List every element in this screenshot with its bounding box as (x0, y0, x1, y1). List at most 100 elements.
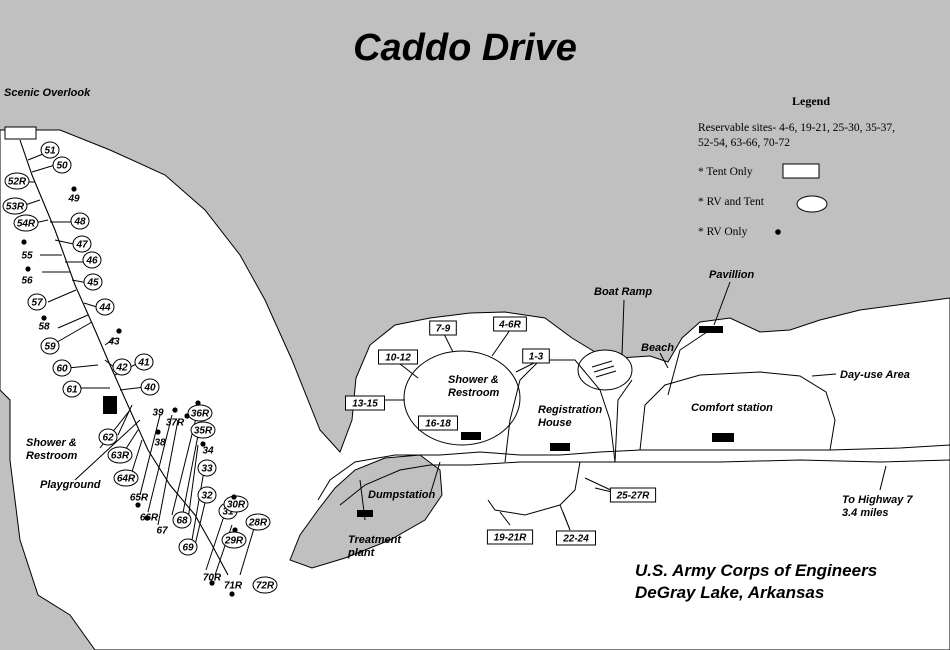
pavillion-label: Pavillion (709, 269, 755, 281)
shower-restroom-left-label: Shower & Restroom (26, 437, 80, 462)
site-oval-48 (70, 212, 90, 230)
facility-markers (4, 126, 734, 517)
site-oval-53r (2, 197, 28, 215)
site-label-58: 58 (38, 322, 50, 333)
road-network (317, 329, 950, 531)
site-box-16-18 (418, 415, 458, 431)
site-oval-33 (197, 459, 217, 477)
treatment-plant-label: Treatment plant (347, 534, 404, 559)
site-label-10-12: 10-12 (385, 353, 411, 364)
site-label-22-24: 22-24 (562, 534, 589, 545)
legend-tent-symbol (782, 163, 820, 179)
site-dot-65r (135, 502, 141, 508)
site-label-32: 32 (201, 491, 213, 502)
site-dot-39 (172, 407, 178, 413)
site-label-33: 33 (201, 464, 213, 475)
site-dot-66r (144, 515, 150, 521)
site-label-19-21r: 19-21R (494, 533, 528, 544)
site-oval-60 (52, 359, 72, 377)
site-box-1-3 (522, 348, 550, 364)
site-oval-57 (27, 293, 47, 311)
site-label-60: 60 (56, 364, 68, 375)
site-label-4-6r: 4-6R (498, 320, 521, 331)
pavillion-marker (699, 326, 723, 333)
site-label-25-27r: 25-27R (616, 491, 651, 502)
site-label-59: 59 (44, 342, 56, 353)
site-label-51: 51 (44, 146, 56, 157)
site-oval-45 (83, 273, 103, 291)
site-oval-62 (98, 428, 118, 446)
site-oval-36r (187, 404, 213, 422)
site-oval-59 (40, 337, 60, 355)
site-label-53r: 53R (6, 202, 25, 213)
site-label-45: 45 (86, 278, 99, 289)
site-dot-37r (184, 413, 190, 419)
site-label-7-9: 7-9 (436, 324, 451, 335)
site-label-55: 55 (21, 251, 33, 262)
site-box-25-27r (609, 487, 657, 503)
map-title: Caddo Drive (353, 27, 577, 69)
site-label-40: 40 (143, 383, 156, 394)
site-label-57: 57 (31, 298, 43, 309)
legend: Legend Reservable sites- 4-6, 19-21, 25-… (698, 94, 895, 238)
site-label-72r: 72R (256, 581, 275, 592)
site-oval-69 (178, 538, 198, 556)
main-trail (19, 139, 229, 576)
site-label-46: 46 (85, 256, 98, 267)
site-dot-58 (41, 315, 47, 321)
site-label-49: 49 (67, 194, 80, 205)
site-label-28r: 28R (248, 518, 268, 529)
site-label-54r: 54R (17, 219, 36, 230)
scenic-overlook-label: Scenic Overlook (4, 87, 91, 99)
registration-house-marker (550, 443, 570, 451)
site-label-69: 69 (182, 543, 194, 554)
site-oval-28r (245, 513, 271, 531)
site-label-29r: 29R (224, 536, 244, 547)
site-label-35r: 35R (194, 426, 213, 437)
legend-rv-and-tent: * RV and Tent (698, 196, 765, 208)
leader-lines (429, 281, 887, 531)
shower-restroom-center-label: Shower & Restroom (448, 374, 502, 399)
site-label-48: 48 (73, 217, 86, 228)
dumpstation-label: Dumpstation (368, 489, 436, 501)
site-dot-29r (232, 527, 238, 533)
site-oval-42 (112, 358, 132, 376)
site-oval-68 (172, 511, 192, 529)
site-label-52r: 52R (8, 177, 27, 188)
site-dot-56 (25, 266, 31, 272)
site-label-36r: 36R (191, 409, 210, 420)
playground-label: Playground (40, 479, 101, 491)
site-label-50: 50 (56, 161, 68, 172)
legend-rv-tent-symbol (796, 195, 828, 213)
scenic-overlook-marker (4, 126, 37, 140)
site-box-13-15 (345, 395, 385, 411)
site-dot-49 (71, 186, 77, 192)
site-label-30r: 30R (227, 500, 246, 511)
site-oval-40 (140, 378, 160, 396)
site-label-37r: 37R (166, 418, 185, 429)
to-highway-label: To Highway 7 3.4 miles (842, 494, 916, 519)
treatment-plant-marker (357, 510, 373, 517)
beach-label: Beach (641, 342, 674, 354)
site-label-67: 67 (156, 526, 168, 537)
site-label-71r: 71R (224, 581, 243, 592)
legend-rv-symbol (775, 229, 781, 235)
site-label-68: 68 (176, 516, 188, 527)
site-label-61: 61 (66, 385, 78, 396)
site-dot-43 (116, 328, 122, 334)
site-label-47: 47 (75, 240, 88, 251)
site-box-10-12 (378, 349, 418, 365)
site-dot-70r (209, 580, 215, 586)
shower-restroom-center-marker (461, 432, 481, 440)
comfort-station-label: Comfort station (691, 402, 773, 414)
site-oval-64r (113, 469, 139, 487)
site-label-13-15: 13-15 (352, 399, 378, 410)
site-label-41: 41 (137, 358, 150, 369)
site-label-44: 44 (98, 303, 111, 314)
site-oval-32 (197, 486, 217, 504)
site-box-22-24 (556, 530, 596, 546)
site-oval-35r (190, 421, 216, 439)
site-dot-30r (231, 494, 237, 500)
comfort-station-marker (712, 433, 734, 442)
